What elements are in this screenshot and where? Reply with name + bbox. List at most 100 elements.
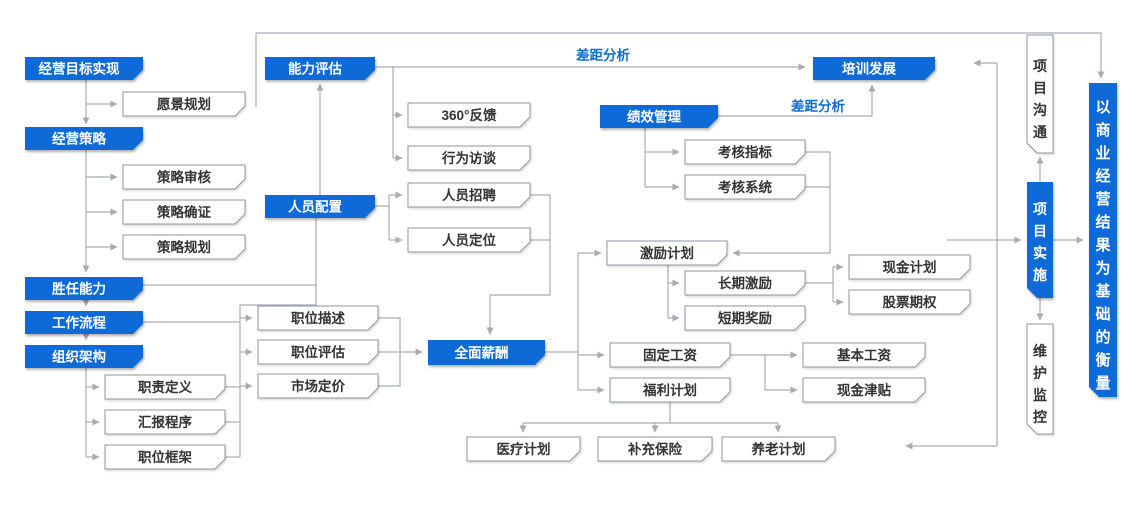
node-label-char: 目 bbox=[1033, 223, 1047, 239]
node-label: 职位框架 bbox=[138, 449, 192, 465]
node-job-evaluation: 职位评估 bbox=[257, 339, 379, 365]
node-label: 基本工资 bbox=[837, 347, 891, 363]
primary-box bbox=[25, 311, 143, 334]
node-label: 工作流程 bbox=[52, 315, 106, 331]
process-box bbox=[848, 254, 971, 280]
node-job-description: 职位描述 bbox=[257, 305, 379, 331]
node-label: 考核指标 bbox=[718, 144, 772, 160]
node-label-char: 施 bbox=[1033, 267, 1047, 283]
node-strategy-review: 策略审核 bbox=[122, 164, 246, 190]
node-label: 人员配置 bbox=[288, 200, 342, 215]
node-strategy-planning: 策略规划 bbox=[122, 234, 246, 260]
node-label: 策略审核 bbox=[157, 169, 211, 185]
node-label: 市场定价 bbox=[291, 378, 345, 394]
node-long-term-incentive: 长期激励 bbox=[684, 270, 806, 296]
process-box bbox=[122, 199, 246, 225]
node-label-char: 沟 bbox=[1033, 102, 1047, 118]
process-box bbox=[407, 102, 531, 128]
node-label: 短期奖励 bbox=[718, 310, 772, 326]
node-label: 愿景规划 bbox=[157, 96, 211, 112]
process-box bbox=[407, 182, 531, 208]
primary-box bbox=[600, 105, 718, 128]
node-position-framework: 职位框架 bbox=[104, 444, 226, 470]
node-label-char: 结 bbox=[1095, 213, 1110, 231]
process-box bbox=[597, 436, 713, 462]
process-box bbox=[407, 145, 531, 171]
gap-analysis-right-label: 差距分析 bbox=[791, 98, 845, 114]
primary-box bbox=[428, 340, 545, 365]
node-label: 胜任能力 bbox=[52, 281, 106, 297]
node-label-char: 商 bbox=[1095, 121, 1110, 139]
process-box bbox=[684, 139, 806, 165]
process-box bbox=[606, 240, 728, 266]
connector-line bbox=[240, 218, 317, 306]
node-label-char: 维 bbox=[1033, 343, 1047, 359]
node-feedback-360: 360°反馈 bbox=[407, 102, 531, 128]
node-label: 360°反馈 bbox=[442, 107, 497, 123]
node-label: 人员定位 bbox=[442, 232, 496, 248]
node-competency: 胜任能力 bbox=[25, 277, 143, 300]
primary-box bbox=[25, 345, 143, 368]
process-box bbox=[721, 436, 836, 462]
node-performance-management: 绩效管理 bbox=[600, 105, 718, 128]
node-label: 职位评估 bbox=[291, 344, 345, 360]
node-capability-assessment: 能力评估 bbox=[265, 57, 375, 80]
process-box bbox=[104, 409, 226, 435]
process-box bbox=[684, 174, 806, 200]
node-label: 福利计划 bbox=[642, 382, 697, 398]
node-short-term-bonus: 短期奖励 bbox=[684, 305, 806, 331]
node-training-development: 培训发展 bbox=[813, 57, 935, 80]
node-label: 汇报程序 bbox=[138, 414, 192, 430]
node-label: 考核系统 bbox=[718, 179, 772, 195]
node-org-structure: 组织架构 bbox=[25, 345, 143, 368]
node-assessment-indicators: 考核指标 bbox=[684, 139, 806, 165]
node-incentive-plan: 激励计划 bbox=[606, 240, 728, 266]
node-stock-options: 股票期权 bbox=[848, 289, 971, 315]
process-box bbox=[684, 270, 806, 296]
node-cash-plan: 现金计划 bbox=[848, 254, 971, 280]
process-box bbox=[257, 339, 379, 365]
node-label: 职位描述 bbox=[291, 310, 345, 326]
node-label: 策略确证 bbox=[157, 204, 211, 220]
node-label: 激励计划 bbox=[640, 245, 694, 261]
node-label-char: 基 bbox=[1094, 282, 1111, 300]
node-label: 经营策略 bbox=[52, 131, 106, 147]
node-work-process: 工作流程 bbox=[25, 311, 143, 334]
node-label: 职责定义 bbox=[138, 379, 192, 395]
node-benefit-plan: 福利计划 bbox=[609, 377, 731, 403]
node-label: 固定工资 bbox=[643, 347, 697, 363]
node-label-char: 量 bbox=[1095, 375, 1110, 392]
process-box bbox=[1026, 323, 1054, 435]
primary-box bbox=[1027, 182, 1053, 298]
node-label-char: 项 bbox=[1033, 58, 1047, 74]
node-fixed-salary: 固定工资 bbox=[609, 342, 731, 368]
node-label-char: 项 bbox=[1033, 201, 1047, 217]
node-label: 绩效管理 bbox=[627, 109, 681, 125]
primary-box bbox=[813, 57, 935, 80]
node-label: 现金津贴 bbox=[837, 382, 891, 398]
primary-box bbox=[25, 57, 143, 80]
node-behavioral-interview: 行为访谈 bbox=[407, 145, 531, 171]
node-label: 股票期权 bbox=[883, 294, 937, 310]
process-box bbox=[104, 374, 226, 400]
node-medical-plan: 医疗计划 bbox=[466, 436, 581, 462]
node-label: 能力评估 bbox=[288, 61, 342, 77]
process-box bbox=[122, 164, 246, 190]
connector-line bbox=[732, 151, 831, 257]
node-supplementary-insurance: 补充保险 bbox=[597, 436, 713, 462]
node-label: 培训发展 bbox=[842, 61, 896, 77]
primary-box bbox=[265, 195, 375, 218]
node-business-strategy: 经营策略 bbox=[25, 127, 143, 150]
node-reporting-procedure: 汇报程序 bbox=[104, 409, 226, 435]
process-box bbox=[466, 436, 581, 462]
node-recruitment: 人员招聘 bbox=[407, 182, 531, 208]
process-box bbox=[407, 227, 531, 253]
process-box bbox=[1026, 34, 1054, 154]
primary-box bbox=[25, 277, 143, 300]
node-label-char: 经 bbox=[1095, 167, 1110, 185]
process-box bbox=[104, 444, 226, 470]
node-label: 医疗计划 bbox=[497, 441, 551, 457]
